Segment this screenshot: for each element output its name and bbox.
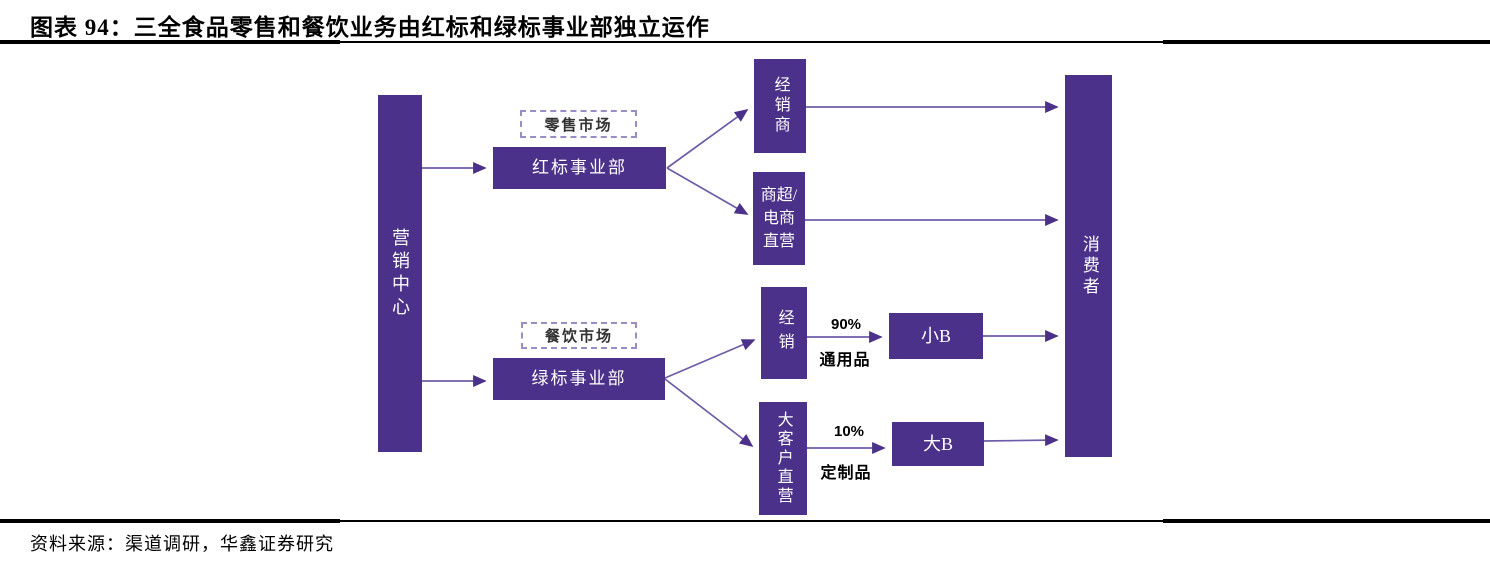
supermarket-ecommerce-box: 商超/ 电商 直营 bbox=[753, 172, 805, 265]
small-b-box: 小B bbox=[889, 313, 983, 359]
title-rule-middle bbox=[340, 41, 1163, 43]
consumer-box: 消费者 bbox=[1065, 75, 1112, 457]
big-b-box: 大B bbox=[892, 422, 984, 466]
supermarket-line-3: 直营 bbox=[762, 233, 795, 251]
pct-90-label: 90% bbox=[830, 316, 862, 333]
figure-title: 图表 94：三全食品零售和餐饮业务由红标和绿标事业部独立运作 bbox=[30, 15, 710, 40]
catering-market-tag: 餐饮市场 bbox=[521, 322, 637, 349]
distribution-box: 经销 bbox=[761, 287, 807, 379]
footer-rule-right bbox=[1163, 519, 1490, 523]
retail-market-tag: 零售市场 bbox=[520, 110, 637, 138]
pct-10-label: 10% bbox=[833, 423, 865, 440]
supermarket-line-1: 商超/ bbox=[760, 186, 798, 204]
source-note: 资料来源：渠道调研，华鑫证券研究 bbox=[30, 534, 334, 554]
red-division-box: 红标事业部 bbox=[493, 147, 666, 189]
custom-goods-label: 定制品 bbox=[820, 465, 872, 482]
general-goods-label: 通用品 bbox=[819, 352, 871, 369]
title-rule-right bbox=[1163, 40, 1490, 44]
marketing-center-box: 营销中心 bbox=[378, 95, 422, 452]
distributor-box: 经销商 bbox=[754, 59, 806, 153]
footer-rule-left bbox=[0, 519, 340, 523]
supermarket-line-2: 电商 bbox=[762, 209, 795, 227]
footer-rule-middle bbox=[340, 520, 1163, 522]
title-rule-left bbox=[0, 40, 340, 44]
green-division-box: 绿标事业部 bbox=[493, 358, 665, 400]
key-account-direct-box: 大客户直营 bbox=[759, 402, 807, 515]
